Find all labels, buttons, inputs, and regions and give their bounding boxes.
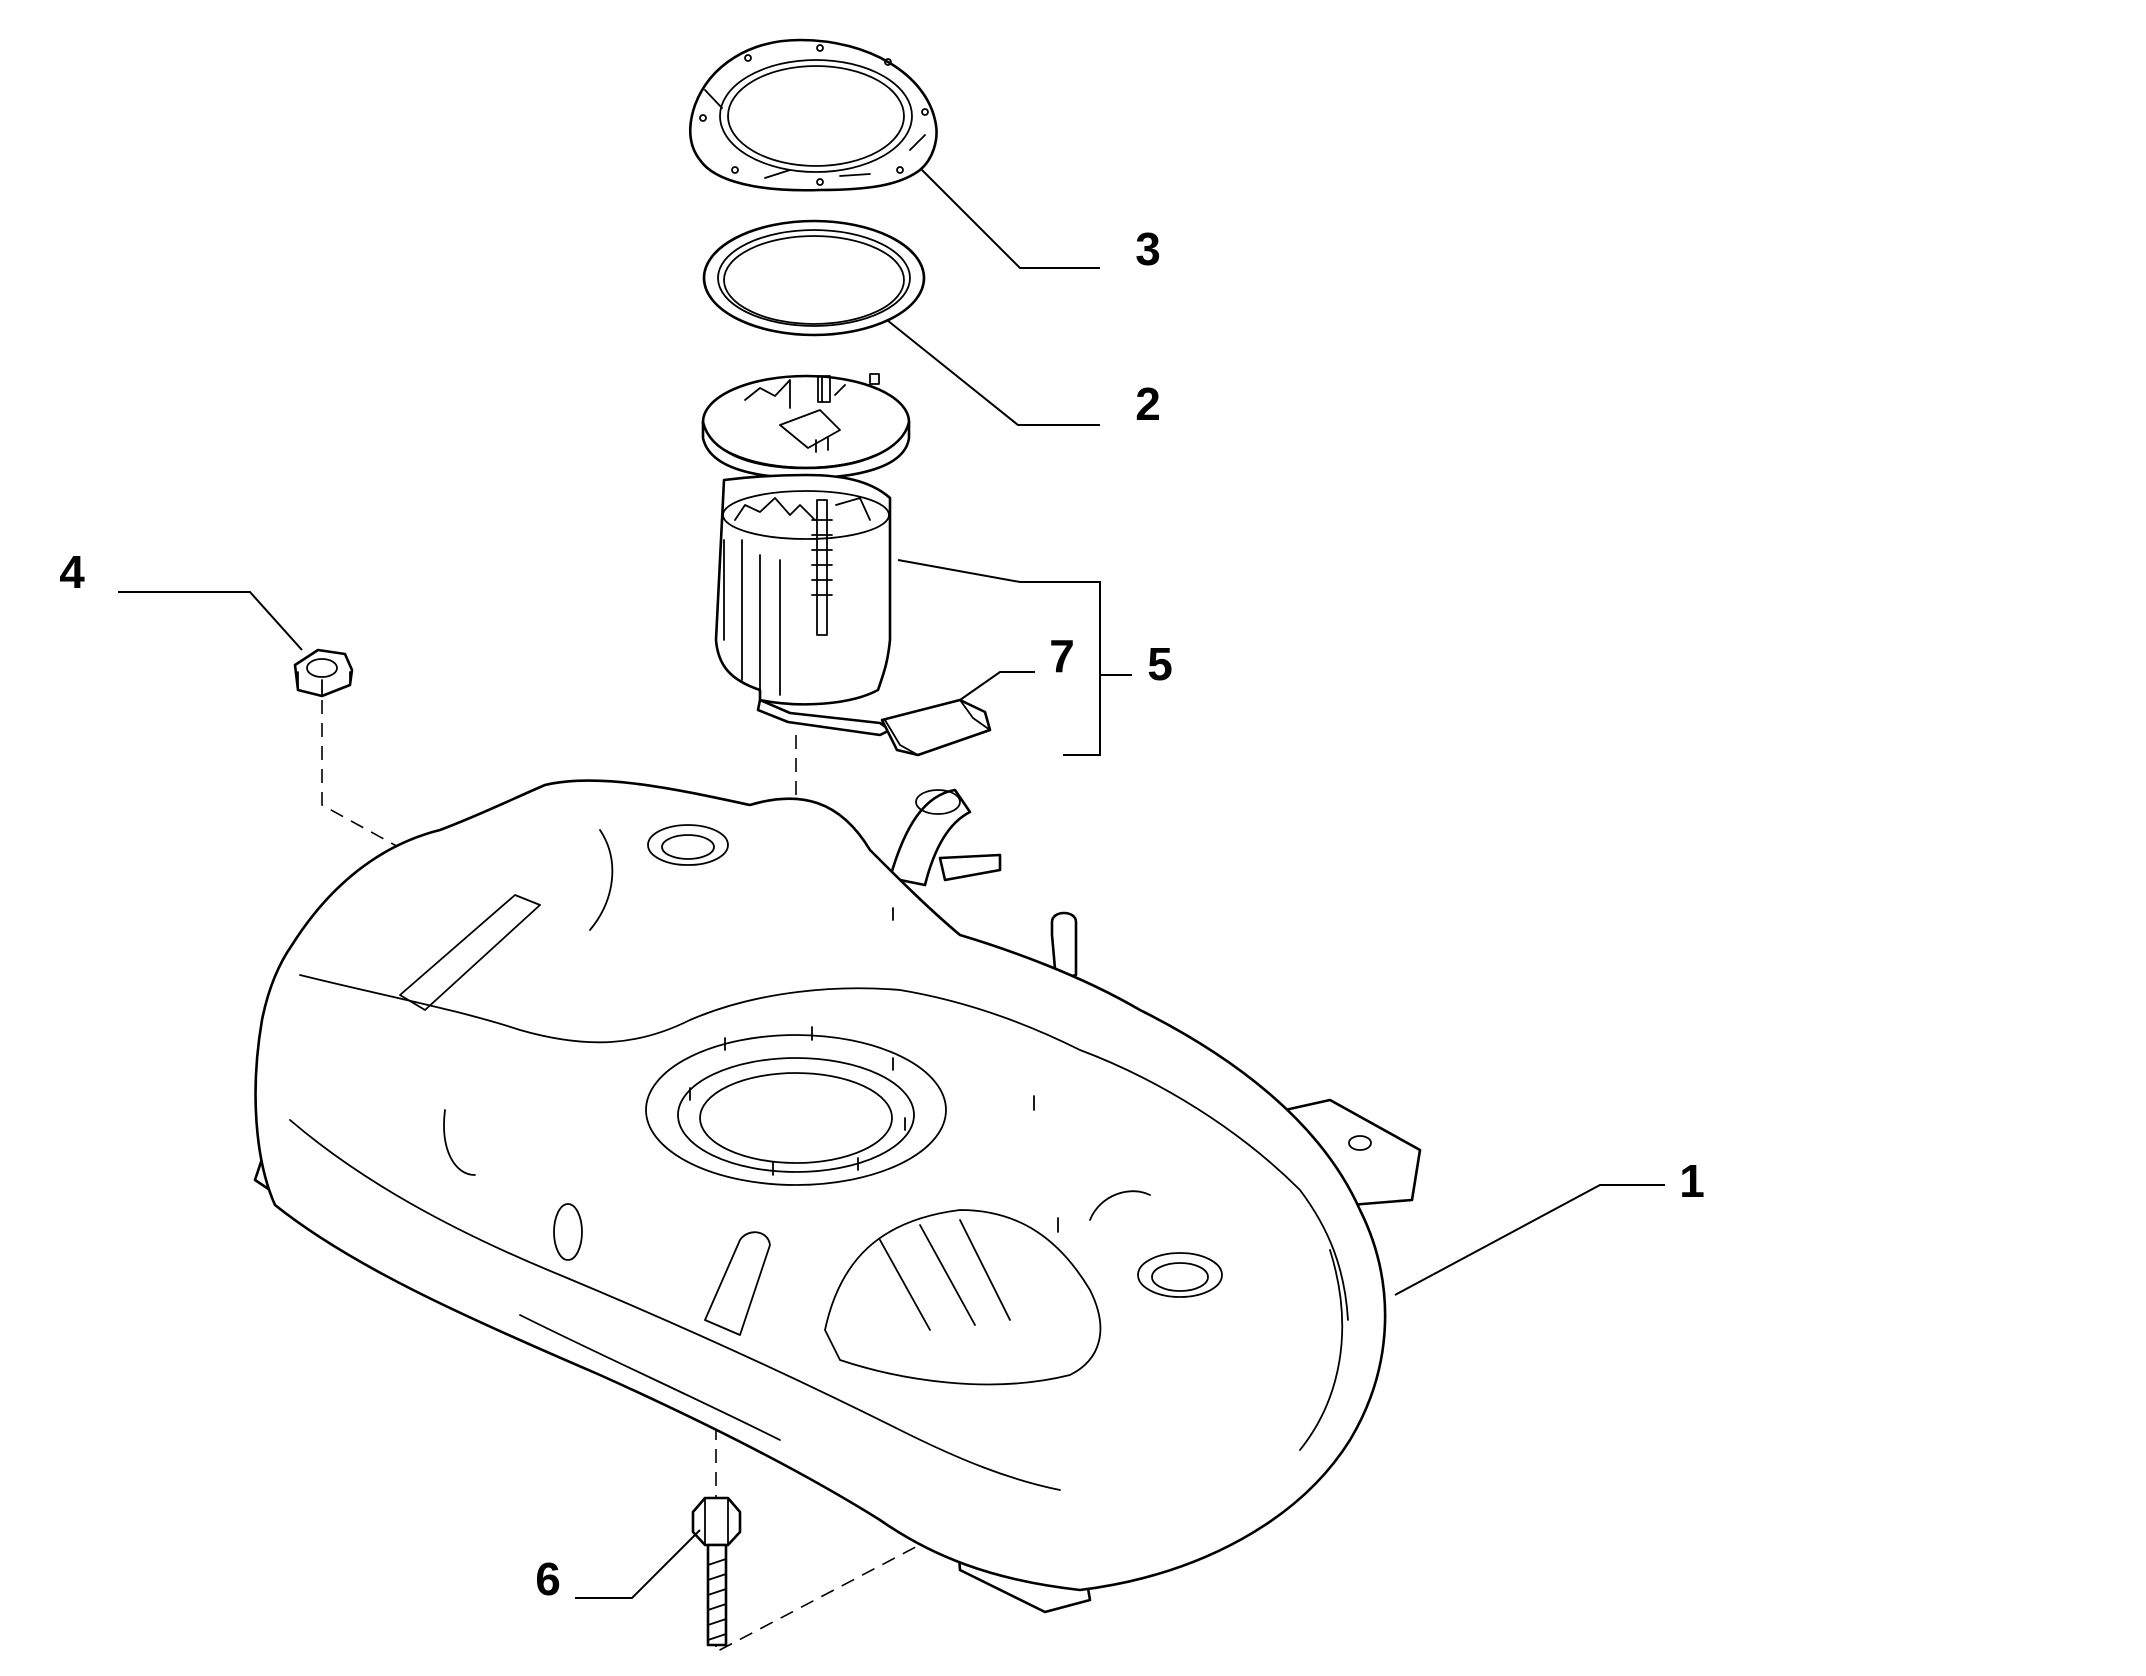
callout-6: 6 bbox=[535, 1553, 561, 1605]
lock-ring[interactable] bbox=[689, 38, 938, 192]
callout-1: 1 bbox=[1679, 1155, 1705, 1207]
fuel-pump-assembly[interactable] bbox=[701, 373, 911, 737]
callout-7: 7 bbox=[1049, 630, 1075, 682]
leader-lines bbox=[118, 169, 1665, 1599]
callout-3: 3 bbox=[1135, 223, 1161, 275]
callout-5: 5 bbox=[1147, 638, 1173, 690]
seal-gasket[interactable] bbox=[702, 219, 926, 337]
bolt[interactable] bbox=[691, 1496, 742, 1647]
level-sensor-float[interactable] bbox=[880, 698, 992, 757]
callout-2: 2 bbox=[1135, 378, 1161, 430]
fuel-tank[interactable] bbox=[253, 779, 1422, 1614]
callout-4: 4 bbox=[59, 546, 85, 598]
nut[interactable] bbox=[293, 648, 354, 698]
callout-labels: 1 2 3 4 5 6 7 bbox=[59, 223, 1705, 1605]
